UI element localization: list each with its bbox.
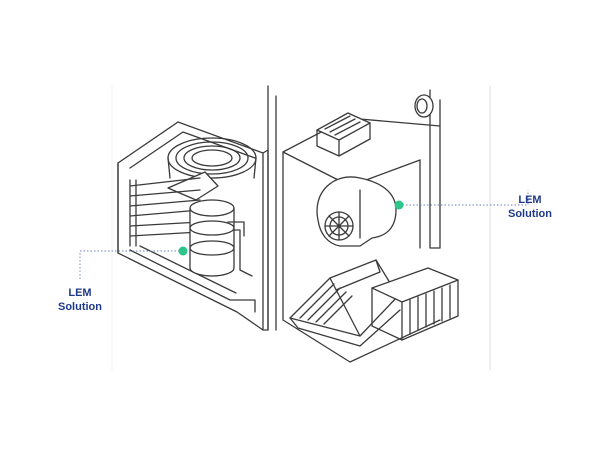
evaporator-coil bbox=[289, 259, 401, 347]
exhaust-port bbox=[414, 94, 434, 118]
outdoor-unit bbox=[117, 121, 269, 331]
callout-label-compressor: LEM Solution bbox=[48, 286, 112, 314]
callout-label-line1: LEM bbox=[68, 287, 92, 299]
indoor-unit bbox=[275, 89, 459, 363]
callout-label-line2: Solution bbox=[58, 301, 102, 313]
callout-label-line1: LEM bbox=[518, 194, 542, 206]
side-duct bbox=[371, 267, 459, 341]
callout-label-blower: LEM Solution bbox=[498, 193, 562, 221]
callout-dot-compressor bbox=[178, 246, 188, 256]
top-vent bbox=[316, 112, 371, 157]
callout-leader-left bbox=[79, 250, 183, 280]
callout-dot-blower bbox=[394, 200, 404, 210]
callout-label-line2: Solution bbox=[508, 208, 552, 220]
blower bbox=[316, 176, 397, 247]
callout-leader-right bbox=[399, 190, 529, 206]
fan-guard bbox=[167, 137, 257, 179]
compressor bbox=[189, 199, 253, 277]
condenser-coil bbox=[129, 177, 201, 247]
